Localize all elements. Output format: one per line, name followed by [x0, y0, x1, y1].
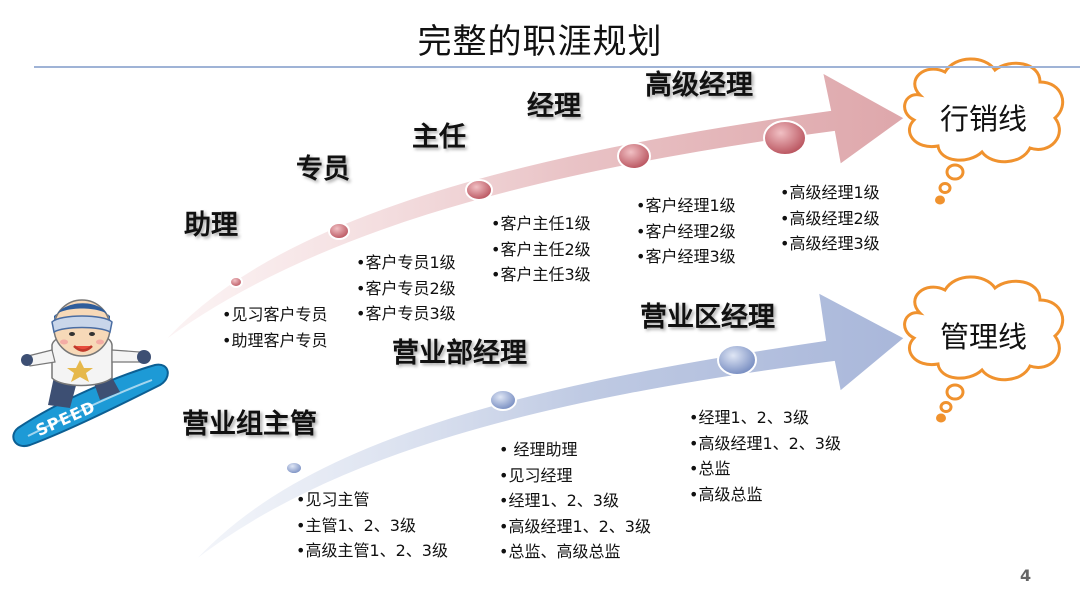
cloud-label-management: 管理线: [940, 320, 1028, 354]
list-item: •经理1、2、3级: [499, 491, 619, 510]
sales-stage-label-5: 高级经理: [645, 70, 753, 101]
page-title: 完整的职涯规划: [417, 22, 663, 62]
mgmt-dot-3: [717, 344, 757, 376]
mgmt-stage-items-3: •经理1、2、3级 •高级经理1、2、3级 •总监 •高级总监: [689, 405, 841, 507]
list-item: • 经理助理: [499, 440, 578, 459]
sales-stage-label-2: 专员: [296, 154, 350, 185]
sales-stage-items-4: •客户经理1级 •客户经理2级 •客户经理3级: [636, 193, 736, 270]
cloud-management: [903, 275, 1065, 423]
title-divider: [34, 66, 1080, 68]
list-item: •见习客户专员: [222, 305, 328, 324]
list-item: •客户经理3级: [636, 247, 736, 266]
mgmt-stage-label-1: 营业组主管: [182, 409, 317, 440]
list-item: •高级经理1级: [780, 183, 880, 202]
list-item: •客户主任2级: [491, 239, 591, 259]
sales-stage-items-2: •客户专员1级 •客户专员2级 •客户专员3级: [356, 250, 456, 327]
sales-stage-label-3: 主任: [412, 122, 466, 153]
sales-stage-items-3: •客户主任1级 •客户主任2级 •客户主任3级: [491, 211, 591, 288]
list-item: •客户主任3级: [491, 265, 591, 284]
list-item: •总监: [689, 459, 731, 478]
sales-stage-label-4: 经理: [527, 91, 581, 122]
list-item: •客户主任1级: [491, 214, 591, 233]
list-item: •客户专员1级: [356, 253, 456, 272]
management-stage-markers: [285, 344, 757, 475]
sales-stage-label-1: 助理: [184, 210, 238, 241]
cloud-label-sales: 行销线: [940, 102, 1028, 136]
mgmt-stage-items-2: • 经理助理 •见习经理 •经理1、2、3级 •高级经理1、2、3级 •总监、高…: [499, 437, 651, 565]
list-item: •高级主管1、2、3级: [296, 541, 448, 560]
list-item: •客户经理1级: [636, 196, 736, 215]
mgmt-dot-2: [489, 389, 517, 411]
list-item: •客户经理2级: [636, 221, 736, 241]
sales-stage-items-1: •见习客户专员 •助理客户专员: [222, 302, 327, 353]
mgmt-stage-items-1: •见习主管 •主管1、2、3级 •高级主管1、2、3级: [296, 487, 448, 564]
sales-stage-items-5: •高级经理1级 •高级经理2级 •高级经理3级: [780, 180, 880, 257]
page-number: 4: [1020, 566, 1032, 585]
mgmt-dot-1: [285, 461, 303, 475]
list-item: •经理1、2、3级: [689, 408, 809, 427]
list-item: •客户专员3级: [356, 304, 456, 323]
list-item: •高级经理3级: [780, 234, 880, 253]
list-item: •见习经理: [499, 465, 573, 485]
sales-dot-5: [763, 120, 807, 156]
list-item: •客户专员2级: [356, 278, 456, 298]
sales-dot-4: [617, 142, 651, 170]
list-item: •高级经理1、2、3级: [689, 433, 841, 453]
list-item: •高级经理1、2、3级: [499, 516, 651, 536]
mgmt-stage-label-2: 营业部经理: [392, 338, 527, 369]
list-item: •高级经理2级: [780, 208, 880, 228]
sales-dot-1: [229, 276, 243, 288]
list-item: •助理客户专员: [222, 330, 328, 350]
list-item: •主管1、2、3级: [296, 515, 416, 535]
sales-dot-2: [328, 222, 350, 240]
sales-stage-markers: [229, 120, 807, 288]
cloud-sales: [903, 57, 1065, 205]
list-item: •见习主管: [296, 490, 370, 509]
mgmt-stage-label-3: 营业区经理: [640, 302, 775, 333]
mascot-snowboarder: [12, 299, 169, 448]
list-item: •高级总监: [689, 484, 763, 504]
sales-dot-3: [465, 179, 493, 201]
sales-track-arrow: [159, 70, 907, 346]
list-item: •总监、高级总监: [499, 542, 621, 561]
